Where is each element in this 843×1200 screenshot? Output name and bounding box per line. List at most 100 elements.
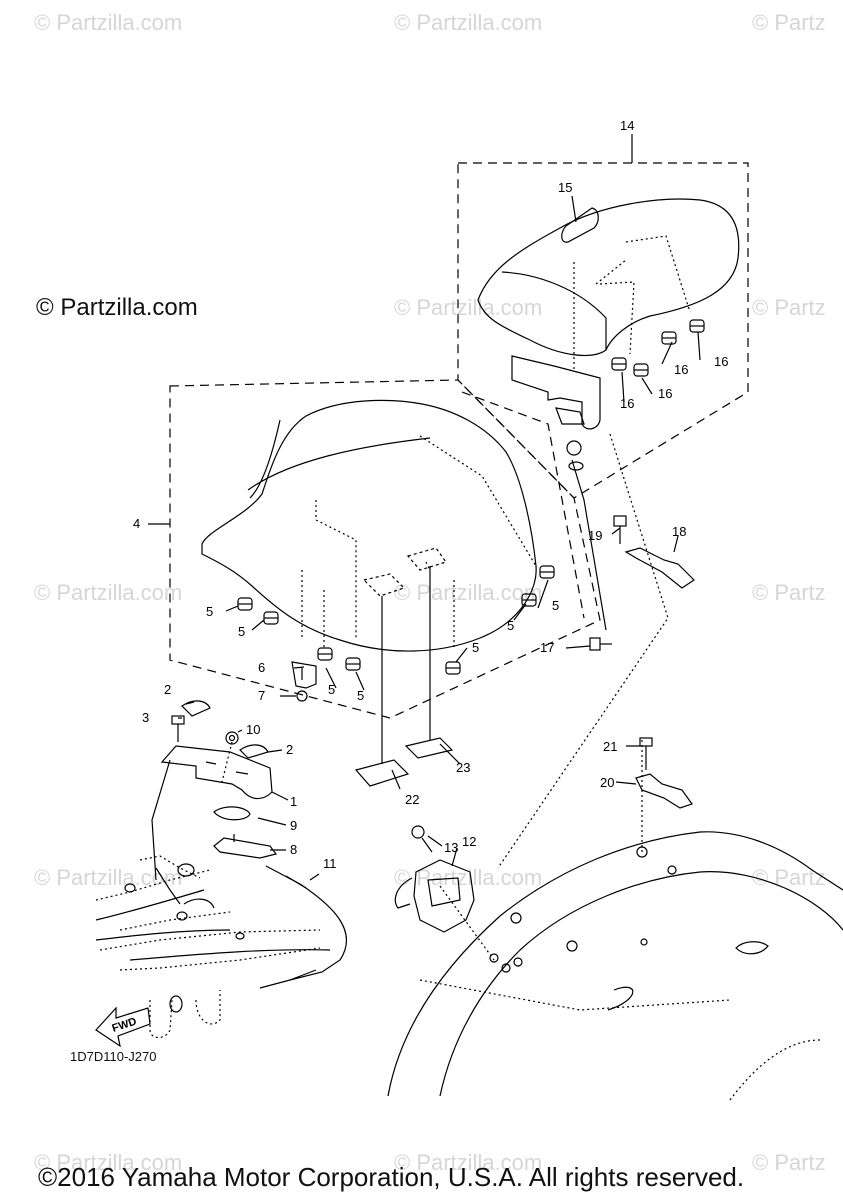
watermark: © Partzilla.com bbox=[394, 865, 543, 890]
callout-5: 5 bbox=[357, 688, 364, 703]
callout-2: 2 bbox=[164, 682, 171, 697]
callout-5: 5 bbox=[328, 682, 335, 697]
seat-lock-12 bbox=[413, 859, 475, 933]
washer-9 bbox=[213, 806, 251, 821]
panel-23 bbox=[404, 737, 454, 759]
panel-22 bbox=[354, 759, 410, 787]
watermark: © Partz bbox=[752, 865, 826, 890]
callout-23: 23 bbox=[456, 760, 470, 775]
callout-6: 6 bbox=[258, 660, 265, 675]
front-seat-4 bbox=[201, 399, 537, 652]
rear-fender bbox=[387, 831, 843, 1097]
watermark: © Partzilla.com bbox=[394, 580, 543, 605]
callout-7: 7 bbox=[258, 688, 265, 703]
bracket-20 bbox=[635, 773, 693, 809]
diagram-code: 1D7D110-J270 bbox=[70, 1049, 157, 1064]
callout-17: 17 bbox=[540, 640, 554, 655]
rear-seat-bracket bbox=[511, 355, 601, 430]
watermark: © Partzilla.com bbox=[394, 1150, 543, 1175]
front-seat-panel-23 bbox=[406, 547, 447, 571]
front-seat-assembly-boundary bbox=[169, 379, 601, 719]
cable-11-end bbox=[285, 875, 317, 981]
rear-seat-15-tab bbox=[561, 207, 599, 243]
callout-4: 4 bbox=[133, 516, 140, 531]
rear-fender-edge bbox=[419, 979, 731, 1011]
rear-bracket-plate bbox=[555, 407, 585, 425]
nut-7 bbox=[296, 690, 308, 702]
front-seat-panel-22 bbox=[362, 573, 406, 597]
callout-2: 2 bbox=[286, 742, 293, 757]
callout-5: 5 bbox=[472, 640, 479, 655]
callout-20: 20 bbox=[600, 775, 614, 790]
watermark: © Partzilla.com bbox=[394, 295, 543, 320]
rear-washer bbox=[568, 461, 584, 471]
watermark: © Partz bbox=[752, 295, 826, 320]
watermark: © Partz bbox=[752, 10, 826, 35]
copyright-bottom: ©2016 Yamaha Motor Corporation, U.S.A. A… bbox=[38, 1162, 745, 1192]
watermark: © Partzilla.com bbox=[394, 10, 543, 35]
frame-hole bbox=[235, 932, 245, 940]
fender-hole bbox=[510, 912, 522, 924]
grommet-5 bbox=[317, 647, 333, 661]
callout-5: 5 bbox=[552, 598, 559, 613]
frame-hole bbox=[176, 911, 188, 921]
fender-slot bbox=[735, 941, 769, 955]
callout-13: 13 bbox=[444, 840, 458, 855]
callout-5: 5 bbox=[238, 624, 245, 639]
callout-1: 1 bbox=[290, 794, 297, 809]
bolt-3 bbox=[171, 715, 185, 742]
callout-labels: 14 15 4 5 5 5 5 5 5 5 6 7 16 16 16 16 19… bbox=[111, 118, 729, 1035]
callout-leaders bbox=[148, 134, 701, 881]
grommet-5 bbox=[539, 565, 555, 579]
rear-seat-15 bbox=[477, 198, 740, 357]
callout-15: 15 bbox=[558, 180, 572, 195]
callout-22: 22 bbox=[405, 792, 419, 807]
fender-hole bbox=[489, 953, 499, 963]
plate-2b bbox=[239, 744, 269, 759]
leader-hook bbox=[497, 433, 669, 869]
callout-19: 19 bbox=[588, 528, 602, 543]
leader-bracket-1 bbox=[151, 759, 171, 881]
frame-hole bbox=[124, 883, 136, 893]
hook-18 bbox=[624, 547, 695, 589]
callout-12: 12 bbox=[462, 834, 476, 849]
nut-10 bbox=[225, 731, 239, 745]
fender-hole bbox=[640, 938, 648, 946]
callout-11: 11 bbox=[323, 856, 337, 871]
rear-nut bbox=[566, 440, 582, 456]
cable-11 bbox=[259, 865, 347, 989]
bolt-19 bbox=[613, 515, 627, 544]
grommet-16 bbox=[633, 363, 649, 377]
watermark: © Partzilla.com bbox=[34, 10, 183, 35]
bracket-1-hole bbox=[205, 761, 249, 775]
callout-16: 16 bbox=[620, 396, 634, 411]
seat-lock-12-body bbox=[427, 877, 461, 907]
callout-18: 18 bbox=[672, 524, 686, 539]
rear-seat-15-edge bbox=[501, 271, 607, 350]
watermark: © Partz bbox=[752, 580, 826, 605]
plate-2a bbox=[181, 700, 211, 717]
watermark: © Partzilla.com bbox=[34, 580, 183, 605]
watermark: © Partzilla.com bbox=[34, 1150, 183, 1175]
grommet-5 bbox=[521, 593, 537, 607]
front-seat-seam bbox=[247, 419, 431, 499]
fender-hole bbox=[513, 957, 523, 967]
grommet-16 bbox=[661, 331, 677, 345]
fwd-label: FWD bbox=[111, 1016, 139, 1035]
bolt-13 bbox=[411, 825, 433, 853]
bracket-1 bbox=[160, 745, 273, 800]
fender-hole bbox=[566, 940, 578, 952]
frame-hole bbox=[177, 863, 195, 877]
callout-16: 16 bbox=[658, 386, 672, 401]
callout-14: 14 bbox=[620, 118, 634, 133]
watermark: © Partzilla.com bbox=[34, 865, 183, 890]
bracket-6 bbox=[291, 661, 317, 689]
callout-5: 5 bbox=[206, 604, 213, 619]
grommet-5 bbox=[237, 597, 253, 611]
callout-3: 3 bbox=[142, 710, 149, 725]
watermark: © Partz bbox=[752, 1150, 826, 1175]
leader-17 bbox=[571, 459, 607, 631]
rear-seat-assembly-boundary bbox=[457, 162, 749, 499]
grommet-16 bbox=[689, 319, 705, 333]
